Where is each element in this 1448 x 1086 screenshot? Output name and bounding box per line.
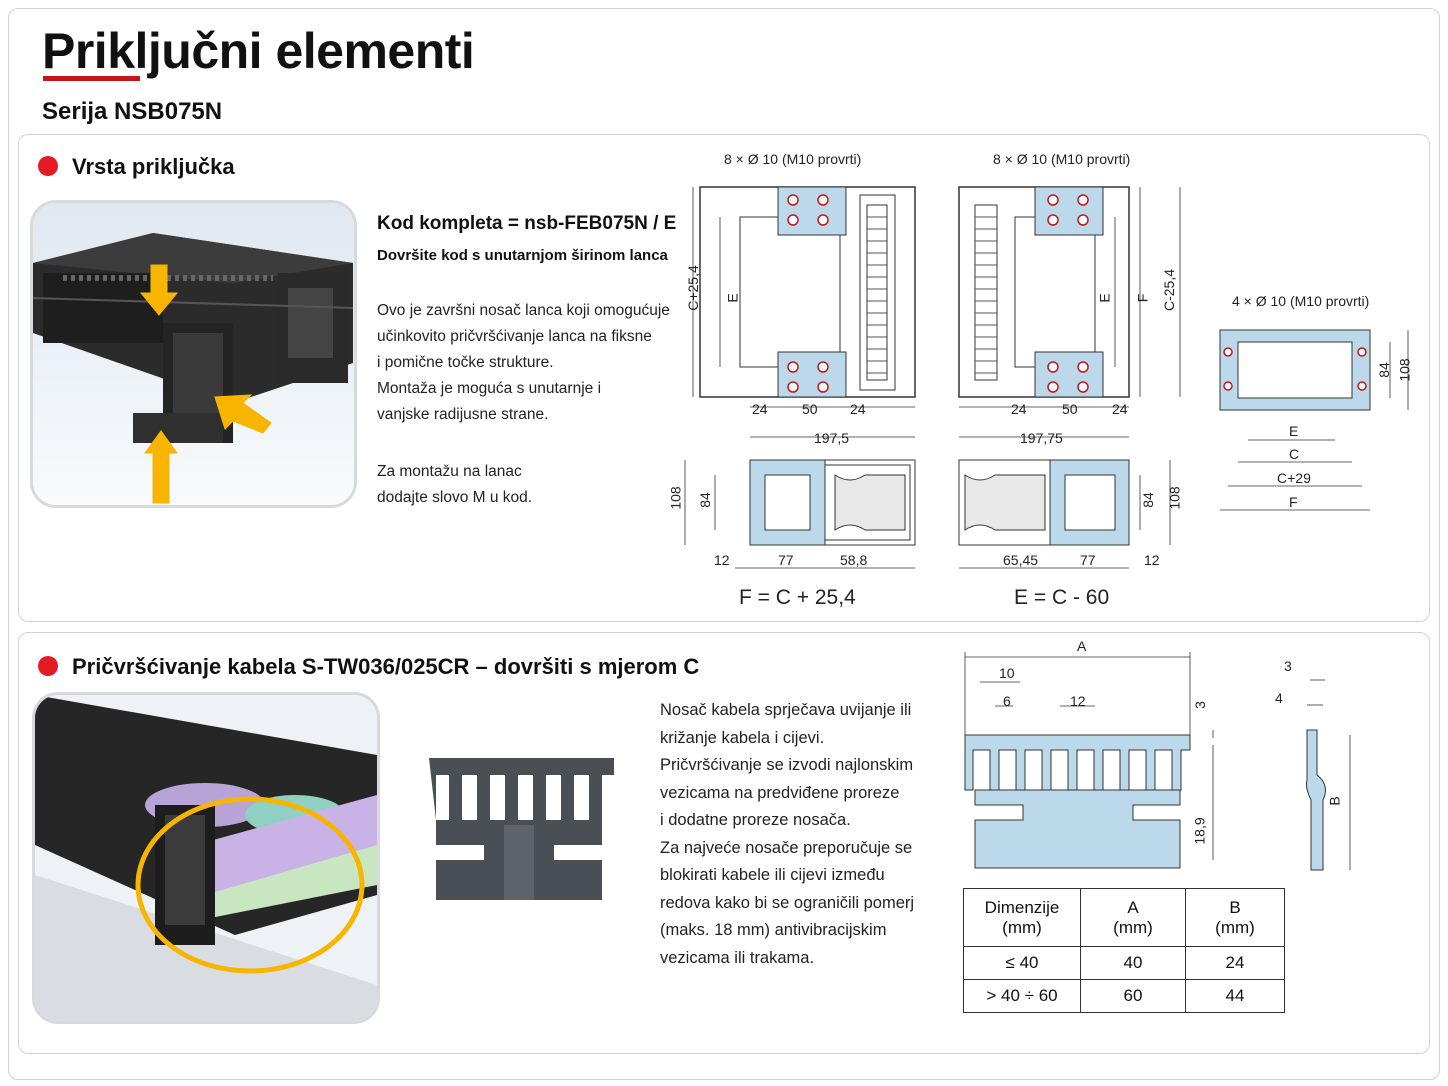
desc2-line: križanje kabela i cijevi. (660, 728, 825, 747)
chain-end-photo (30, 200, 357, 508)
kit-code: Kod kompleta = nsb-FEB075N / E (377, 213, 677, 234)
section-title: Vrsta priključka (72, 154, 235, 179)
dim-108c: 108 (1396, 358, 1413, 382)
section2-title: Pričvršćivanje kabela S-TW036/025CR – do… (72, 654, 700, 679)
dim-77b: 77 (1080, 552, 1096, 568)
table-row: > 40 ÷ 60 60 44 (963, 979, 1285, 1013)
cable-separator-part (429, 758, 614, 900)
page-subtitle: Serija NSB075N (42, 98, 223, 125)
table-row: ≤ 40 40 24 (963, 946, 1285, 980)
dim-24c: 24 (1011, 401, 1027, 417)
dim-24d: 24 (1112, 401, 1128, 417)
dim-6: 6 (1003, 693, 1011, 709)
dim-3a: 3 (1191, 701, 1208, 709)
drawing-bracket-small (1219, 329, 1409, 511)
dim-f-small: F (1289, 494, 1298, 510)
desc-line: učinkovito pričvršćivanje lanca na fiksn… (377, 328, 652, 345)
dim-24b: 24 (850, 401, 866, 417)
formula-e: E = C - 60 (1014, 586, 1110, 609)
desc-line: Ovo je završni nosač lanca koji omogućuj… (377, 302, 670, 319)
desc2-line: Nosač kabela sprječava uvijanje ili (660, 701, 912, 719)
dim-e: E (724, 293, 741, 303)
dim-24a: 24 (752, 401, 768, 417)
dim-e2: E (1096, 293, 1113, 303)
dim-58-8: 58,8 (840, 552, 868, 568)
table-cell: > 40 ÷ 60 (963, 979, 1081, 1013)
table-cell: 44 (1185, 979, 1285, 1013)
dim-f2: F (1134, 293, 1151, 303)
desc2-line: (maks. 18 mm) antivibracijskim (660, 921, 887, 939)
mount-line: dodajte slovo M u kod. (377, 489, 533, 506)
dim-c-minus: C-25,4 (1161, 268, 1178, 312)
table-header-cell: B(mm) (1185, 888, 1285, 947)
bullet-icon (38, 156, 58, 176)
dim-84c: 84 (1375, 362, 1392, 378)
dim-50: 50 (802, 401, 818, 417)
table-header-cell: A(mm) (1080, 888, 1186, 947)
desc2-line: vezicama na predviđene proreze (660, 783, 900, 802)
holes-label-left: 8 × Ø 10 (M10 provrti) (724, 151, 862, 167)
dim-e-small: E (1289, 423, 1299, 439)
table-cell: ≤ 40 (963, 946, 1081, 980)
dim-12: 12 (714, 552, 730, 568)
bullet-icon (38, 656, 58, 676)
table-cell: 60 (1080, 979, 1186, 1013)
dim-108b: 108 (1166, 486, 1183, 510)
mount-note: Za montažu na lanac dodajte slovo M u ko… (377, 459, 532, 511)
dim-77: 77 (778, 552, 794, 568)
holes-label-right: 8 × Ø 10 (M10 provrti) (993, 151, 1131, 167)
desc2-line: i dodatne proreze nosača. (660, 811, 851, 829)
dim-197-75: 197,75 (1020, 430, 1063, 446)
formula-f: F = C + 25,4 (739, 586, 856, 609)
cable-fixing-photo (32, 692, 380, 1024)
table-header-cell: Dimenzije(mm) (963, 888, 1081, 947)
drawing-outer-mount (958, 186, 1181, 569)
frame-top-view (692, 186, 916, 438)
dim-4: 4 (1275, 690, 1283, 706)
section2-description: Nosač kabela sprječava uvijanje ili križ… (660, 697, 914, 972)
title-accent-bar (43, 76, 140, 81)
desc2-line: vezicama ili trakama. (660, 948, 815, 967)
dim-c29-small: C+29 (1277, 470, 1311, 486)
holes-label-small: 4 × Ø 10 (M10 provrti) (1232, 293, 1370, 309)
page-frame (8, 8, 1440, 1080)
dim-18-9: 18,9 (1191, 817, 1208, 845)
table-cell: 40 (1080, 946, 1186, 980)
table-header-row: Dimenzije(mm) A(mm) B(mm) (963, 888, 1285, 947)
dim-65-45: 65,45 (1003, 552, 1039, 568)
dim-3b: 3 (1284, 658, 1292, 674)
page-title: Priključni elementi (42, 23, 475, 79)
dim-10: 10 (999, 665, 1015, 681)
desc2-line: Za najveće nosače preporučuje se (660, 838, 913, 857)
separator-drawing (964, 652, 1351, 871)
kit-code-note: Dovršite kod s unutarnjom širinom lanca (377, 247, 668, 264)
section1-description: Ovo je završni nosač lanca koji omogućuj… (377, 298, 670, 428)
desc2-line: redova kako bi se ograničili pomerj (660, 893, 915, 912)
table-cell: 24 (1185, 946, 1285, 980)
dim-84: 84 (696, 492, 713, 508)
desc2-line: Pričvršćivanje se izvodi najlonskim (660, 756, 914, 774)
dim-108: 108 (667, 486, 684, 510)
dim-50b: 50 (1062, 401, 1078, 417)
mount-line: Za montažu na lanac (377, 463, 522, 480)
dimension-table: Dimenzije(mm) A(mm) B(mm) ≤ 40 40 24 > 4… (963, 888, 1285, 1013)
dim-12b: 12 (1144, 552, 1160, 568)
dim-b: B (1326, 796, 1343, 806)
dim-84b: 84 (1139, 492, 1156, 508)
dim-a: A (1077, 638, 1087, 654)
desc2-line: blokirati kabele ili cijevi između (660, 866, 885, 884)
dim-c-plus: C+25,4 (684, 265, 701, 311)
dim-12c: 12 (1070, 693, 1086, 709)
drawing-inner-mount (684, 186, 916, 569)
dim-197-5: 197,5 (814, 430, 850, 446)
dim-c-small: C (1289, 446, 1300, 462)
desc-line: vanjske radijusne strane. (377, 406, 549, 423)
frame-side-view (684, 459, 916, 569)
desc-line: Montaža je moguća s unutarnje i (377, 380, 602, 397)
desc-line: i pomične točke strukture. (377, 354, 554, 371)
